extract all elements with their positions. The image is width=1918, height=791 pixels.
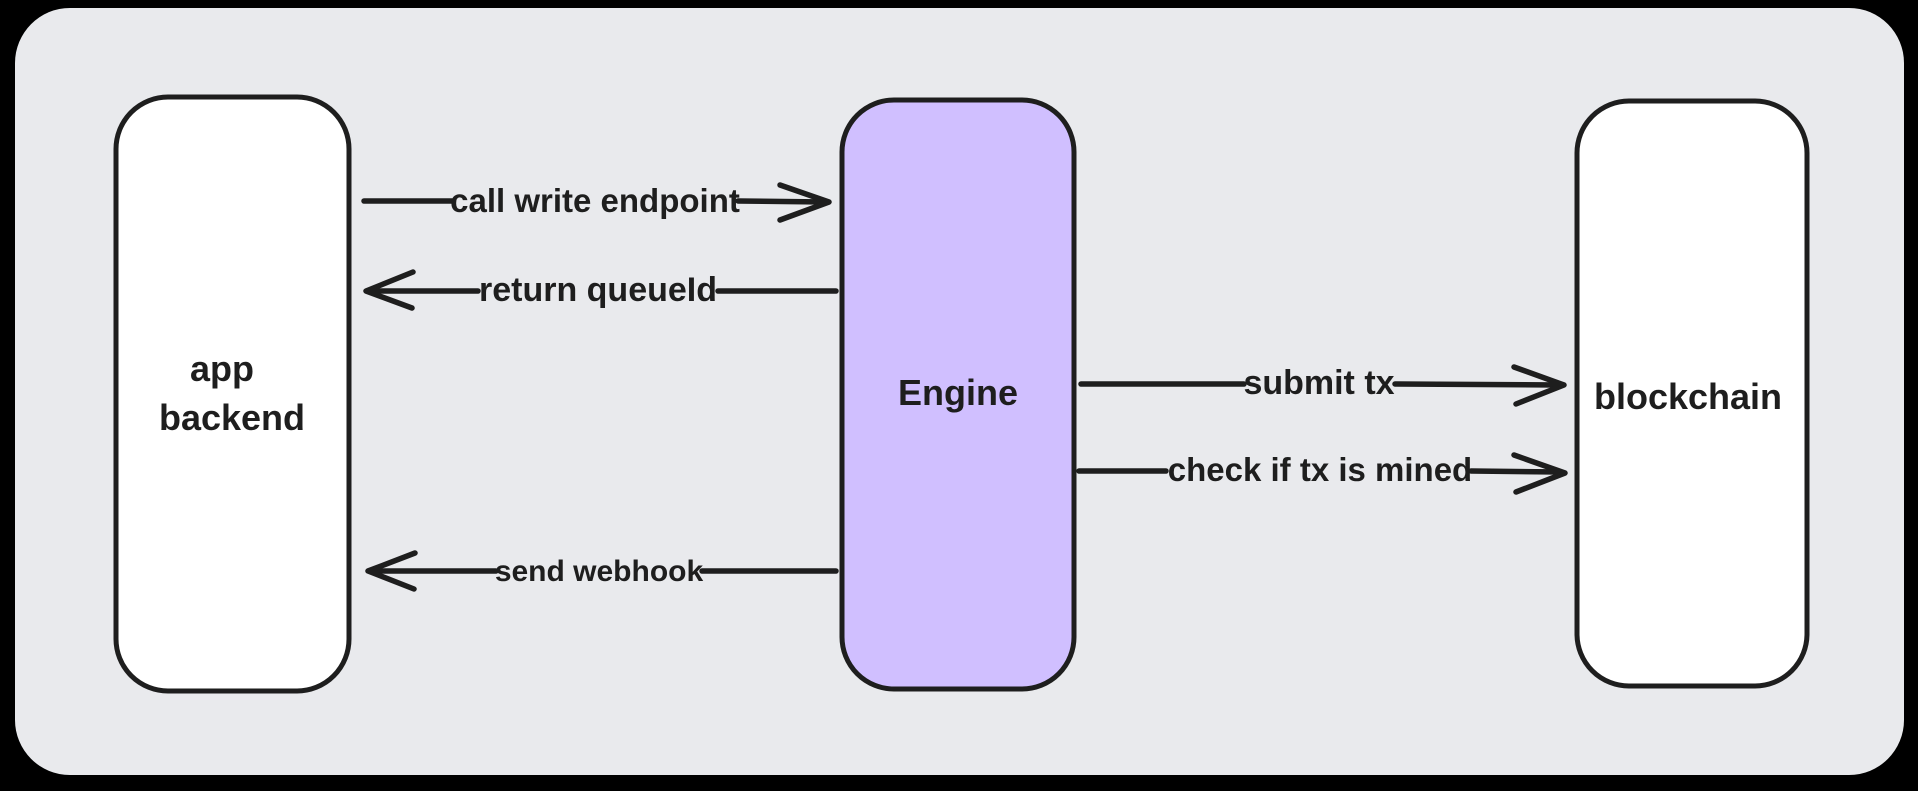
svg-text:backend: backend <box>159 397 305 438</box>
svg-text:send webhook: send webhook <box>495 555 704 588</box>
svg-text:submit tx: submit tx <box>1243 364 1394 402</box>
svg-text:Engine: Engine <box>898 372 1018 413</box>
svg-text:blockchain: blockchain <box>1594 376 1782 417</box>
svg-text:call write endpoint: call write endpoint <box>450 182 740 219</box>
svg-text:check if tx is mined: check if tx is mined <box>1168 451 1472 488</box>
svg-text:app: app <box>190 348 254 389</box>
svg-text:return queueId: return queueId <box>479 271 717 309</box>
